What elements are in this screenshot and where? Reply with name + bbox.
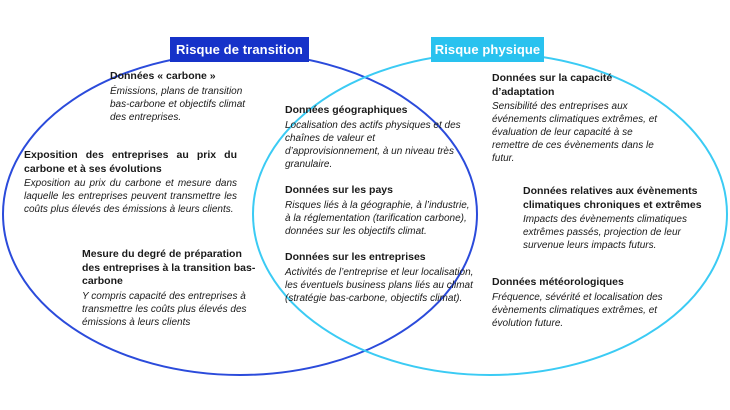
- block-body: Activités de l’entreprise et leur locali…: [285, 266, 474, 304]
- block-donnees-geographiques: Données géographiques Localisation des a…: [285, 104, 471, 171]
- block-heading: Données « carbone »: [110, 70, 216, 82]
- block-donnees-carbone: Données « carbone » Émissions, plans de …: [110, 70, 262, 124]
- block-body: Exposition au prix du carbone et mesure …: [24, 178, 237, 216]
- block-heading: Données sur les pays: [285, 184, 393, 196]
- block-body: Localisation des actifs physiques et des…: [285, 119, 461, 170]
- block-body: Impacts des évènements climatiques extrê…: [523, 214, 687, 252]
- block-capacite-adaptation: Données sur la capacité d’adaptation Sen…: [492, 72, 668, 165]
- block-body: Sensibilité des entreprises aux événemen…: [492, 101, 658, 165]
- physical-risk-title: Risque physique: [431, 37, 544, 62]
- block-donnees-entreprises: Données sur les entreprises Activités de…: [285, 251, 477, 305]
- block-heading: Données météorologiques: [492, 276, 624, 288]
- block-heading: Données géographiques: [285, 104, 408, 116]
- block-exposition-prix-carbone: Exposition des entreprises au prix du ca…: [24, 149, 237, 216]
- transition-risk-title-label: Risque de transition: [176, 42, 303, 57]
- block-mesure-preparation: Mesure du degré de préparation des entre…: [82, 248, 260, 329]
- block-body: Fréquence, sévérité et localisation des …: [492, 291, 663, 329]
- block-heading: Données sur les entreprises: [285, 251, 426, 263]
- physical-risk-title-label: Risque physique: [434, 42, 541, 57]
- block-body: Émissions, plans de transition bas-carbo…: [110, 85, 246, 123]
- block-body: Y compris capacité des entreprises à tra…: [82, 290, 247, 328]
- block-evenements-chroniques-extremes: Données relatives aux évènements climati…: [523, 185, 715, 252]
- block-heading: Mesure du degré de préparation des entre…: [82, 248, 256, 288]
- block-heading: Données sur la capacité d’adaptation: [492, 72, 613, 98]
- block-donnees-meteorologiques: Données météorologiques Fréquence, sévér…: [492, 276, 670, 330]
- block-body: Risques liés à la géographie, à l’indust…: [285, 199, 470, 237]
- block-heading: Données relatives aux évènements climati…: [523, 185, 702, 211]
- transition-risk-title: Risque de transition: [170, 37, 309, 62]
- block-donnees-pays: Données sur les pays Risques liés à la g…: [285, 184, 477, 238]
- block-heading: Exposition des entreprises au prix du ca…: [24, 149, 237, 175]
